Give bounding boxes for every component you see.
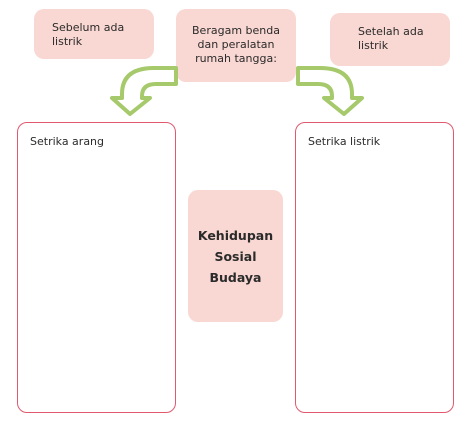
after-electricity-panel: Setrika listrik [295, 122, 454, 413]
after-electricity-label: Setelah ada listrik [330, 13, 450, 66]
electric-iron-title: Setrika listrik [308, 135, 381, 148]
household-items-text: Beragam benda dan peralatan rumah tangga… [192, 24, 280, 65]
before-electricity-text: Sebelum ada listrik [52, 21, 125, 48]
social-life-text: Kehidupan Sosial Budaya [197, 227, 274, 285]
social-life-label: Kehidupan Sosial Budaya [188, 190, 283, 322]
after-electricity-text: Setelah ada listrik [358, 25, 424, 52]
curved-arrow-down-right-icon [296, 66, 364, 116]
household-items-label: Beragam benda dan peralatan rumah tangga… [176, 9, 296, 82]
curved-arrow-down-left-icon [110, 66, 178, 116]
before-electricity-label: Sebelum ada listrik [34, 9, 154, 59]
before-electricity-panel: Setrika arang [17, 122, 176, 413]
charcoal-iron-title: Setrika arang [30, 135, 105, 148]
